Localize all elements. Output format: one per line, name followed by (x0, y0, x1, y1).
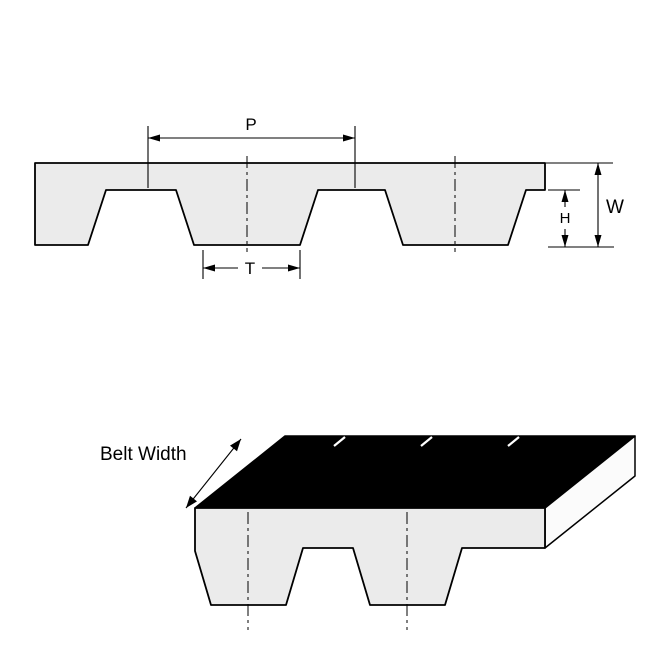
tooth-height-label: H (560, 210, 571, 227)
tooth-division-mark (333, 436, 346, 447)
tooth-width-label: T (245, 259, 255, 278)
arrowhead-down-left-icon (186, 495, 197, 508)
belt-front-face (194, 507, 546, 606)
arrowhead-left-icon (203, 264, 215, 272)
pitch-label: P (245, 115, 256, 134)
arrowhead-right-icon (343, 134, 355, 142)
dimension-tooth-height: H (548, 189, 580, 247)
arrowhead-up-icon (561, 190, 569, 202)
belt-thickness-label: W (606, 197, 624, 218)
arrowhead-up-right-icon (230, 439, 241, 452)
tooth-division-mark (420, 436, 433, 447)
arrowhead-down-icon (594, 235, 602, 247)
arrowhead-right-icon (288, 264, 300, 272)
dimension-pitch: P (147, 115, 356, 188)
arrowhead-down-icon (561, 235, 569, 247)
belt-width-annotation: Belt Width (100, 438, 242, 509)
perspective-view: Belt Width (100, 435, 636, 630)
belt-profile (34, 162, 546, 246)
belt-width-arrow-line (185, 438, 242, 509)
dimension-tooth-width: T (202, 250, 301, 279)
belt-width-label: Belt Width (100, 444, 187, 465)
arrowhead-left-icon (148, 134, 160, 142)
arrowhead-up-icon (594, 163, 602, 175)
cross-section-view: P T W (34, 115, 624, 279)
dimension-belt-thickness: W (548, 163, 624, 248)
tooth-division-mark (507, 436, 520, 447)
